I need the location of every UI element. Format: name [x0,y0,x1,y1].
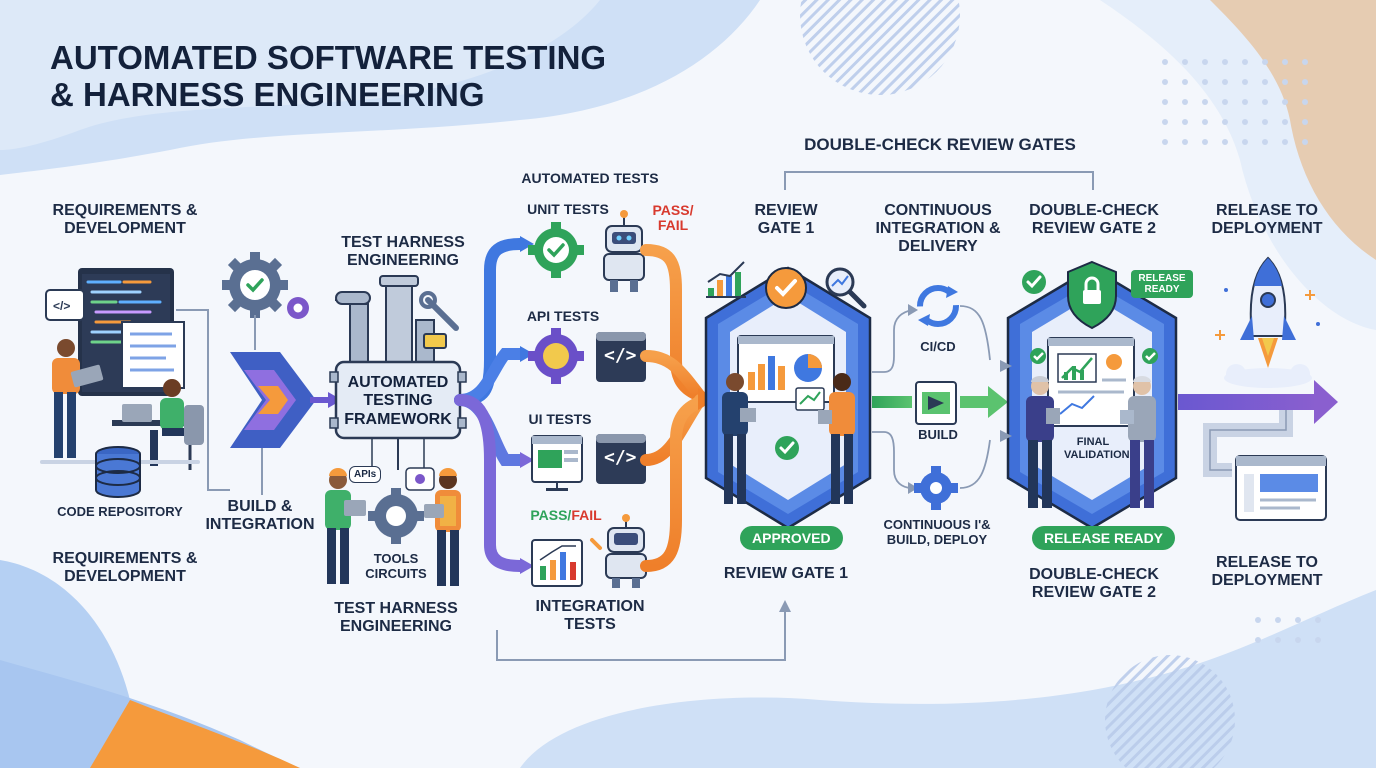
api-tests-label: API TESTS [526,308,600,324]
ci-branch-lines [872,305,991,489]
magnifier-icon [825,267,867,309]
code-repository-label: CODE REPOSITORY [57,504,183,519]
review-gates-bracket [784,171,1094,190]
apis-chip: APIs [349,466,382,483]
test-branches [454,238,526,572]
build-document-icon [915,381,957,425]
release-arrow [1178,394,1318,410]
build-gear-icon [222,252,309,495]
gate-1-top-label: REVIEW GATE 1 [754,202,818,237]
title-line-2: & HARNESS ENGINEERING [50,75,485,113]
unit-test-gear-icon [528,222,584,278]
harness-top-label: TEST HARNESS ENGINEERING [341,234,465,269]
ui-code-glyph: </> [604,447,637,468]
harness-machine [325,275,467,586]
review-gates-header: DOUBLE-CHECK REVIEW GATES [804,135,1076,154]
build-integration-label: BUILD & INTEGRATION [205,498,315,533]
release-ready-badge: RELEASE READY [1032,526,1176,550]
rocket-icon [1215,256,1320,388]
review-gate-1-hexagon [704,266,872,530]
requirements-bottom-label: REQUIREMENTS & DEVELOPMENT [52,550,198,585]
tools-circuits-label: TOOLS CIRCUITS [365,551,427,581]
release-ready-tag: RELEASE READY [1131,270,1193,298]
approved-badge: APPROVED [740,526,843,550]
final-validation-label: FINAL VALIDATION [1064,436,1130,462]
pass-fail-top-fail: FAIL [657,217,689,234]
gate-2-top-label: DOUBLE-CHECK REVIEW GATE 2 [1029,202,1159,237]
robot-icon-bottom [590,514,647,588]
harness-bottom-label: TEST HARNESS ENGINEERING [334,600,458,635]
unit-tests-label: UNIT TESTS [527,201,609,217]
pass-fail-bottom-pass: PASS/ [530,507,572,523]
pass-fail-top: PASS/ FAIL [650,202,696,234]
feedback-loop-line [496,610,786,661]
gate-2-bottom-label: DOUBLE-CHECK REVIEW GATE 2 [1029,566,1159,601]
cicd-label: CI/CD [920,339,956,354]
gate-1-bottom-label: REVIEW GATE 1 [723,565,849,582]
title-line-1: AUTOMATED SOFTWARE TESTING [50,39,607,76]
deploy-gear-icon [914,466,958,510]
developers-illustration [40,268,204,498]
ui-tests-label: UI TESTS [528,411,592,427]
requirements-top-label: REQUIREMENTS & DEVELOPMENT [52,202,198,237]
robot-icon-top [603,210,645,292]
automated-tests-header: AUTOMATED TESTS [521,170,659,186]
orange-merge-channels [640,244,706,572]
integration-chart-icon [531,539,583,587]
api-code-glyph: </> [604,345,637,366]
pass-fail-top-pass: PASS/ [652,202,694,218]
release-bottom-label: RELEASE TO DEPLOYMENT [1211,554,1323,589]
cicd-cycle-icon [917,285,959,327]
ci-top-label: CONTINUOUS INTEGRATION & DELIVERY [875,202,1001,255]
build-step-label: BUILD [918,427,958,442]
release-top-label: RELEASE TO DEPLOYMENT [1211,202,1323,237]
pass-fail-bottom-fail: FAIL [571,507,602,523]
ci-bottom-label: CONTINUOUS I'& BUILD, DEPLOY [883,517,991,547]
review-gate-2-hexagon [1006,260,1178,530]
api-code-window [596,332,646,382]
pass-fail-bottom: PASS/FAIL [526,507,606,523]
code-bubble-glyph: </> [53,299,71,313]
deployment-window [1235,455,1327,521]
build-funnel-arrow [230,352,342,448]
framework-label: AUTOMATED TESTING FRAMEWORK [344,374,452,428]
integration-tests-label: INTEGRATION TESTS [535,598,645,633]
api-test-gear-icon [528,328,584,384]
page-title: AUTOMATED SOFTWARE TESTING & HARNESS ENG… [50,39,607,114]
growth-chart-icon [706,261,746,298]
ui-code-window [596,434,646,484]
ui-window [531,435,583,491]
